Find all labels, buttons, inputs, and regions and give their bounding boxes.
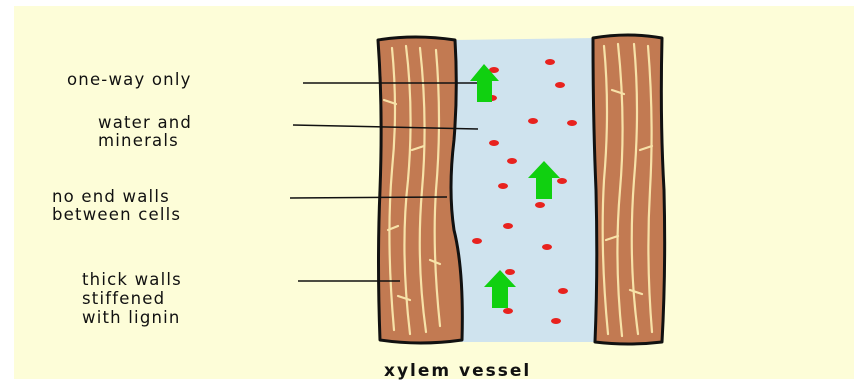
water-particle bbox=[557, 178, 567, 184]
water-particle bbox=[545, 59, 555, 65]
water-particle bbox=[507, 158, 517, 164]
water-particle bbox=[503, 223, 513, 229]
water-particle bbox=[472, 238, 482, 244]
label-thick-walls: thick walls bbox=[82, 271, 182, 289]
label-one-way-only: one-way only bbox=[67, 71, 192, 89]
water-particle bbox=[555, 82, 565, 88]
water-particle bbox=[558, 288, 568, 294]
label-minerals: minerals bbox=[98, 132, 179, 150]
label-no-end-walls: no end walls bbox=[52, 188, 170, 206]
water-particle bbox=[551, 318, 561, 324]
diagram-caption: xylem vessel bbox=[384, 361, 531, 381]
label-between-cells: between cells bbox=[52, 206, 181, 224]
water-particle bbox=[528, 118, 538, 124]
water-particle bbox=[542, 244, 552, 250]
water-particle bbox=[489, 140, 499, 146]
water-particle bbox=[567, 120, 577, 126]
water-particle bbox=[505, 269, 515, 275]
pointer-line-end-walls bbox=[290, 197, 447, 198]
label-with-lignin: with lignin bbox=[82, 309, 181, 327]
label-stiffened: stiffened bbox=[82, 290, 165, 308]
water-particle bbox=[503, 308, 513, 314]
water-particle bbox=[535, 202, 545, 208]
label-water-and: water and bbox=[98, 114, 192, 132]
water-particle bbox=[498, 183, 508, 189]
